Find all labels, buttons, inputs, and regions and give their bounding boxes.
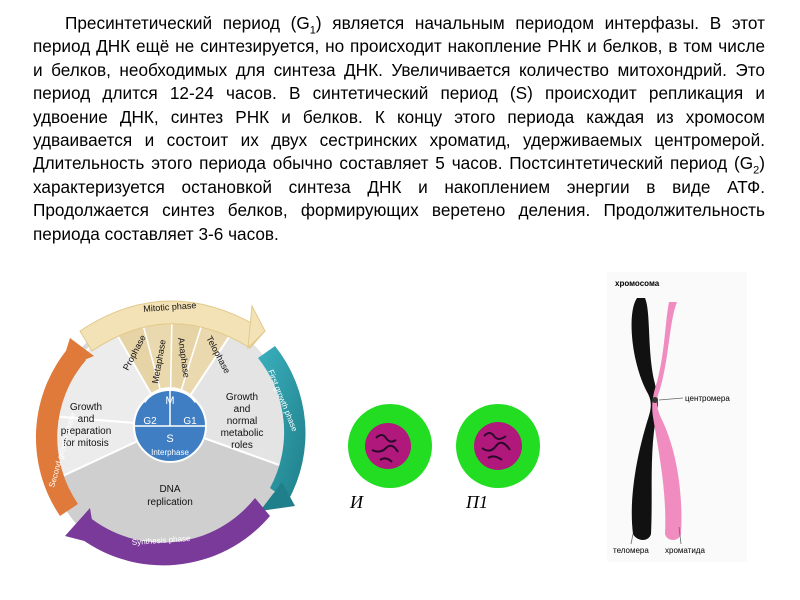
chromatin-left <box>371 434 399 463</box>
label-growth-prep-4: for mitosis <box>63 438 109 449</box>
subscript-1: 1 <box>309 24 316 37</box>
cells-illustration: И П1 <box>348 404 540 512</box>
cell-label-left: И <box>349 492 364 512</box>
label-m: M <box>165 395 174 407</box>
centromere-dot <box>652 397 658 403</box>
label-growth-prep-2: and <box>78 414 95 425</box>
second-growth-arrow <box>35 346 86 516</box>
label-replication: replication <box>147 497 193 508</box>
cell-label-right: П1 <box>465 492 488 512</box>
chromosome-diagram: хромосома центромера теломера хроматида <box>607 272 747 562</box>
chromatid-pointer <box>678 526 682 545</box>
chromatin-right <box>481 432 511 461</box>
synthesis-arrowhead <box>65 508 96 544</box>
telomere-label: теломера <box>613 546 649 555</box>
label-mitotic-phase: Mitotic phase <box>143 300 197 314</box>
label-dna: DNA <box>159 484 180 495</box>
label-growth-normal-1: Growth <box>226 392 258 403</box>
centromere-label: центромера <box>685 394 730 403</box>
second-growth-arrowhead <box>60 338 94 370</box>
first-growth-arrowhead <box>260 482 295 511</box>
centromere-pointer <box>658 397 684 401</box>
black-chromatid <box>631 298 658 540</box>
synthesis-arrow <box>75 498 270 566</box>
first-growth-arrow <box>258 346 306 501</box>
label-growth-prep-3: preparation <box>61 426 112 437</box>
label-growth-normal-4: metabolic <box>221 428 264 439</box>
cell-cycle-diagram: M G2 G1 S Interphase Mitotic phase Proph… <box>35 300 306 568</box>
label-g1: G1 <box>183 416 197 427</box>
label-growth-normal-2: and <box>234 404 251 415</box>
telomere-pointer <box>630 533 634 545</box>
nucleus-right <box>474 422 522 470</box>
chromatid-label: хроматида <box>665 546 705 555</box>
paragraph-part-1: Пресинтетический период (G <box>65 13 310 33</box>
paragraph-part-3: ) характеризуется остановкой синтеза ДНК… <box>33 153 765 244</box>
chromosome-title: хромосома <box>615 279 660 288</box>
label-interphase: Interphase <box>151 448 189 457</box>
subscript-2: 2 <box>753 164 760 177</box>
paragraph-part-2: ) является начальным периодом интерфазы.… <box>33 13 765 174</box>
label-s: S <box>166 433 173 445</box>
description-paragraph: Пресинтетический период (G1) является на… <box>33 12 765 246</box>
center-arrow-arc <box>142 387 198 403</box>
mitotic-arrowhead <box>247 304 266 350</box>
label-growth-normal-5: roles <box>231 440 253 451</box>
label-growth-prep-1: Growth <box>70 402 102 413</box>
pink-chromatid <box>652 302 682 540</box>
label-g2: G2 <box>143 416 157 427</box>
label-growth-normal-3: normal <box>227 416 258 427</box>
mitotic-phase-arrow <box>79 300 266 352</box>
label-synthesis: Synthesis phase <box>132 534 192 547</box>
